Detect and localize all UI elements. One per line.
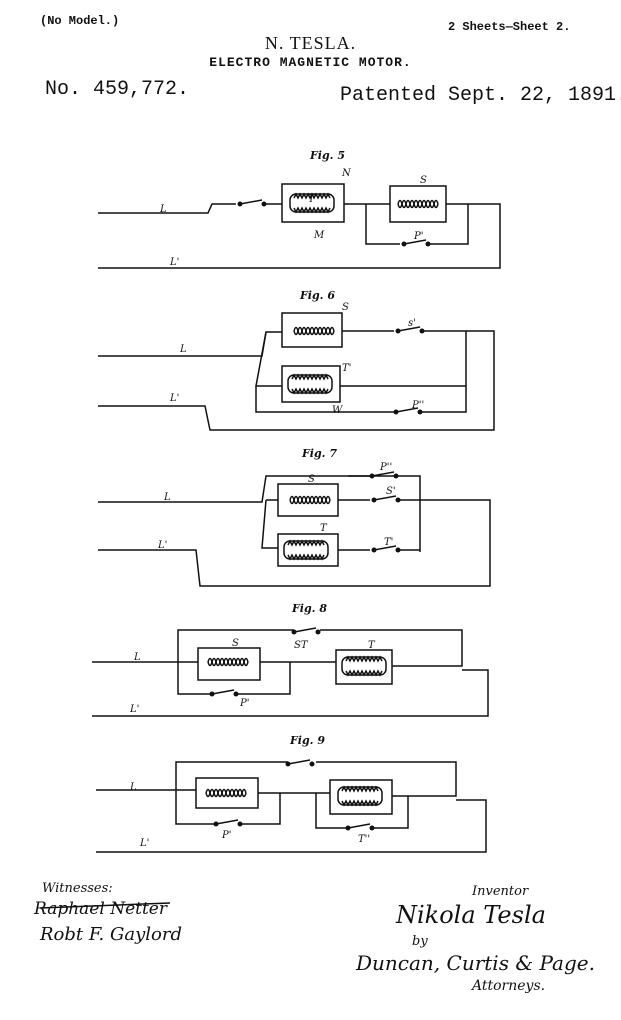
svg-text:S: S [420,175,427,186]
svg-text:ST: ST [294,640,309,651]
figure-8: Fig. 8 L L' S ST T P' [92,602,489,717]
no-model-note: (No Model.) [40,14,120,28]
svg-text:P'': P'' [379,462,392,473]
svg-text:T': T' [384,537,393,548]
svg-text:P': P' [239,698,249,709]
svg-text:S: S [232,638,239,649]
svg-text:L': L' [169,393,179,404]
svg-text:T: T [308,194,316,205]
inventor-signature: Nikola Tesla [395,901,546,929]
attorneys-label: Attorneys. [470,978,545,994]
svg-text:T': T' [342,363,351,374]
inventor-block: Inventor Nikola Tesla by Duncan, Curtis … [355,884,595,994]
fig6-caption: Fig. 6 [299,289,335,302]
svg-text:L: L [179,344,187,355]
fig9-caption: Fig. 9 [289,734,325,747]
svg-text:T: T [320,523,328,534]
svg-text:L: L [133,652,141,663]
svg-text:W: W [332,405,343,416]
patent-title: ELECTRO MAGNETIC MOTOR. [209,55,412,70]
witness-2-signature: Robt F. Gaylord [39,924,182,945]
svg-text:P'': P'' [411,400,424,411]
fig8-caption: Fig. 8 [291,602,327,615]
patent-number: No. 459,772. [45,78,190,101]
svg-text:P': P' [221,830,231,841]
svg-text:L: L [129,782,137,793]
svg-text:s': s' [408,318,416,329]
svg-text:L': L' [169,257,179,268]
sheet-count: 2 Sheets—Sheet 2. [448,20,571,34]
figure-6: Fig. 6 L L' S s' T' W P'' [98,289,495,431]
witnesses-block: Witnesses: Raphael Netter Robt F. Gaylor… [33,881,182,945]
svg-text:T: T [368,640,376,651]
figure-5: Fig. 5 L L' T N M S P' [98,149,501,269]
witness-1-signature: Raphael Netter [33,899,168,919]
svg-text:P': P' [413,231,423,242]
svg-text:L': L' [129,704,139,715]
svg-text:L': L' [139,838,149,849]
svg-text:T'': T'' [358,834,370,845]
fig5-caption: Fig. 5 [309,149,345,162]
svg-text:N: N [341,168,352,179]
fig7-caption: Fig. 7 [301,447,337,460]
figure-9: Fig. 9 L L' P' T'' [96,734,487,853]
inventor-name: N. TESLA. [264,33,357,53]
svg-text:L': L' [157,540,167,551]
patent-date: Patented Sept. 22, 1891. [340,84,621,107]
svg-text:L: L [159,204,167,215]
svg-text:S: S [342,302,349,313]
inventor-label: Inventor [471,884,529,899]
attorneys-signature: Duncan, Curtis & Page. [355,951,595,975]
svg-text:S': S' [386,486,396,497]
svg-text:L: L [163,492,171,503]
figure-7: Fig. 7 L L' S T P'' S' T' [98,447,491,587]
svg-text:S: S [308,474,315,485]
witnesses-label: Witnesses: [42,881,113,896]
svg-text:M: M [313,230,325,241]
by-label: by [412,934,428,949]
